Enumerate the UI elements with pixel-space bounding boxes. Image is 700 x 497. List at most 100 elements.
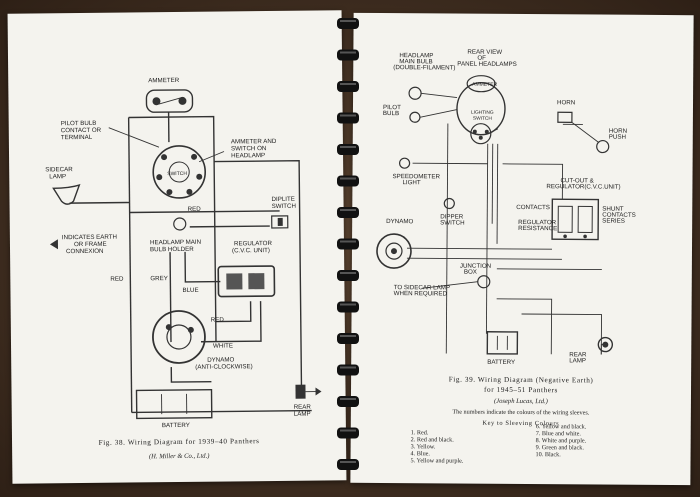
sidecar-lamp-icon [52, 183, 81, 205]
binding-coil [337, 270, 359, 281]
key-item: 6. Yellow and black. [536, 423, 587, 430]
dipper-switch-symbol [443, 197, 455, 210]
key-item: 4. Blue. [411, 450, 431, 457]
label-pilot-2: BULB [383, 110, 399, 117]
binding-coil [337, 396, 359, 407]
key-item: 2. Red and black. [411, 436, 455, 443]
headlamp-bulb-symbol [173, 217, 187, 231]
label-horn-push-2: PUSH [609, 134, 626, 141]
label-rear-lamp-1: REAR [569, 351, 587, 358]
label-lighting-1: LIGHTING [471, 110, 494, 116]
binding-coil [337, 112, 359, 124]
label-ammeter: AMMETER [148, 77, 180, 84]
label-pilot-bulb-1: PILOT BULB [61, 120, 97, 127]
diplite-switch-symbol [271, 215, 289, 229]
label-horn: HORN [557, 99, 575, 106]
key-item: 10. Black. [536, 451, 562, 458]
label-headlamp-1: HEADLAMP MAIN [150, 239, 201, 247]
wiring-diagram-1939-40: AMMETER [45, 77, 322, 461]
horn-push-symbol [596, 139, 610, 154]
sleeve-note: The numbers indicate the colours of the … [452, 409, 589, 417]
earth-arrow-icon [49, 239, 59, 250]
binding-coil [337, 175, 359, 187]
label-dynamo-2: (ANTI-CLOCKWISE) [195, 363, 252, 371]
binding-coil [337, 459, 359, 470]
label-rear-lamp-1: REAR [294, 404, 312, 411]
junction-box-symbol [477, 275, 491, 289]
label-dynamo: DYNAMO [386, 218, 413, 225]
label-red-3: RED [211, 317, 225, 324]
label-rear-view-1: REAR VIEW [467, 49, 502, 56]
key-item: 7. Blue and white. [536, 430, 582, 437]
label-headlamp-main-3: (DOUBLE-FILAMENT) [393, 64, 455, 71]
label-pilot-1: PILOT [383, 104, 401, 111]
label-cutout-1: CUT-OUT & [560, 177, 594, 184]
key-item: 8. White and purple. [536, 437, 587, 444]
binding-coil [337, 81, 359, 92]
label-rear-lamp-2: LAMP [294, 411, 311, 418]
label-ammeter-switch-2: SWITCH ON [231, 145, 266, 152]
cutout-regulator-symbol [551, 198, 600, 241]
label-rear-view-2: OF [477, 55, 486, 62]
label-white: WHITE [213, 342, 233, 349]
label-headlamp-main-1: HEADLAMP [399, 52, 433, 59]
label-rear-view-3: PANEL HEADLAMPS [457, 61, 517, 68]
headlamp-panel-symbol [456, 75, 506, 145]
key-column-right: 6. Yellow and black. 7. Blue and white. … [536, 423, 587, 458]
label-sidecar-2: WHEN REQUIRED [394, 290, 448, 297]
label-switch: SWITCH [167, 171, 187, 177]
caption-fig-39-line1: Fig. 39. Wiring Diagram (Negative Earth) [449, 375, 594, 384]
label-speedo-1: SPEEDOMETER [392, 173, 440, 180]
binding-coil [337, 333, 359, 344]
key-item: 5. Yellow and purple. [410, 457, 463, 464]
label-dipper-1: DIPPER [440, 213, 464, 220]
label-ammeter-switch-3: HEADLAMP [231, 152, 265, 159]
right-page: REAR VIEW OF PANEL HEADLAMPS HEADLAMP MA… [350, 12, 694, 486]
label-earth-1: INDICATES EARTH [62, 234, 117, 242]
label-junction-1: JUNCTION [460, 263, 491, 270]
label-battery: BATTERY [487, 359, 515, 366]
dynamo-symbol [376, 233, 412, 269]
rear-lamp-symbol [597, 336, 614, 353]
credit-fig-38: (H. Miller & Co., Ltd.) [149, 453, 210, 461]
label-red-2: RED [110, 276, 124, 283]
wiring-diagram-1945-51: REAR VIEW OF PANEL HEADLAMPS HEADLAMP MA… [376, 49, 636, 465]
key-item: 1. Red. [411, 429, 429, 436]
label-grey: GREY [150, 275, 168, 282]
label-sidecar-lamp-2: LAMP [49, 173, 66, 180]
label-horn-push-1: HORN [609, 128, 627, 135]
label-junction-2: BOX [464, 269, 477, 276]
label-reg-res-1: REGULATOR [518, 219, 557, 226]
label-shunt-1: SHUNT [602, 206, 624, 213]
key-title: Key to Sleeving Colours [482, 420, 559, 428]
label-dynamo-1: DYNAMO [207, 356, 234, 363]
headlamp-switch-symbol [152, 145, 207, 199]
label-earth-2: OR FRAME [74, 241, 107, 248]
label-blue: BLUE [182, 287, 198, 294]
label-shunt-3: SERIES [602, 218, 625, 225]
label-red-1: RED [188, 206, 202, 213]
caption-fig-39-line2: for 1945–51 Panthers [484, 386, 558, 395]
label-diplite-1: DIPLITE [271, 196, 294, 203]
key-column-left: 1. Red. 2. Red and black. 3. Yellow. 4. … [410, 429, 463, 464]
key-item: 3. Yellow. [411, 443, 436, 450]
label-diplite-2: SWITCH [272, 203, 296, 210]
battery-symbol [135, 388, 213, 420]
label-shunt-2: CONTACTS [602, 212, 636, 219]
rear-lamp-symbol [295, 384, 306, 399]
label-headlamp-main-2: MAIN BULB [399, 58, 432, 65]
label-contacts: CONTACTS [516, 204, 550, 211]
binding-coil [337, 144, 359, 155]
binding-coil [337, 427, 359, 439]
label-headlamp-2: BULB HOLDER [150, 246, 194, 253]
label-regulator-2: (C.V.C. UNIT) [232, 247, 270, 254]
battery-symbol [486, 331, 519, 355]
credit-fig-39: (Joseph Lucas, Ltd.) [494, 398, 548, 405]
label-earth-3: CONNEXION [66, 248, 104, 255]
label-sidecar-1: TO SIDECAR LAMP [394, 284, 450, 291]
caption-fig-38: Fig. 38. Wiring Diagram for 1939–40 Pant… [99, 437, 260, 447]
binding-coil [337, 18, 359, 29]
ammeter-symbol [145, 89, 194, 113]
label-dipper-2: SWITCH [440, 219, 464, 226]
